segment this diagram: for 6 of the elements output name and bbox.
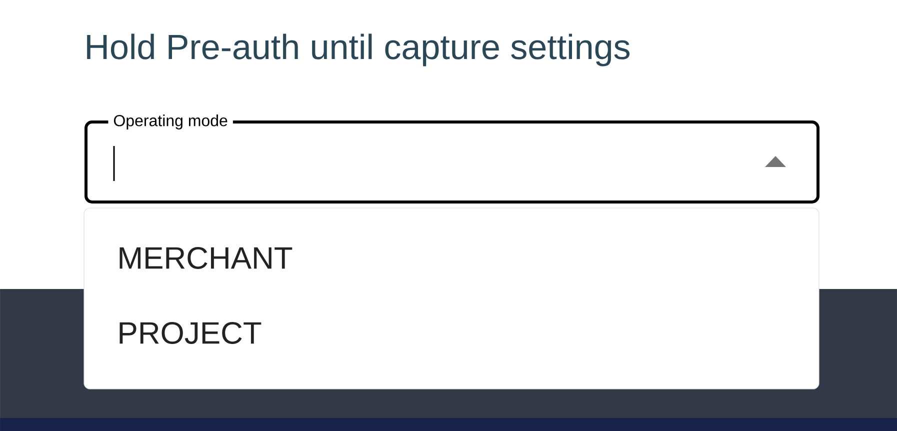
- field-label: Operating mode: [108, 114, 233, 130]
- page-title: Hold Pre-auth until capture settings: [87, 34, 630, 66]
- menu-option: MERCHANT: [120, 247, 292, 269]
- menu-option: PROJECT: [120, 322, 262, 344]
- dropdown-menu: [84, 208, 820, 390]
- select-field: [84, 114, 820, 204]
